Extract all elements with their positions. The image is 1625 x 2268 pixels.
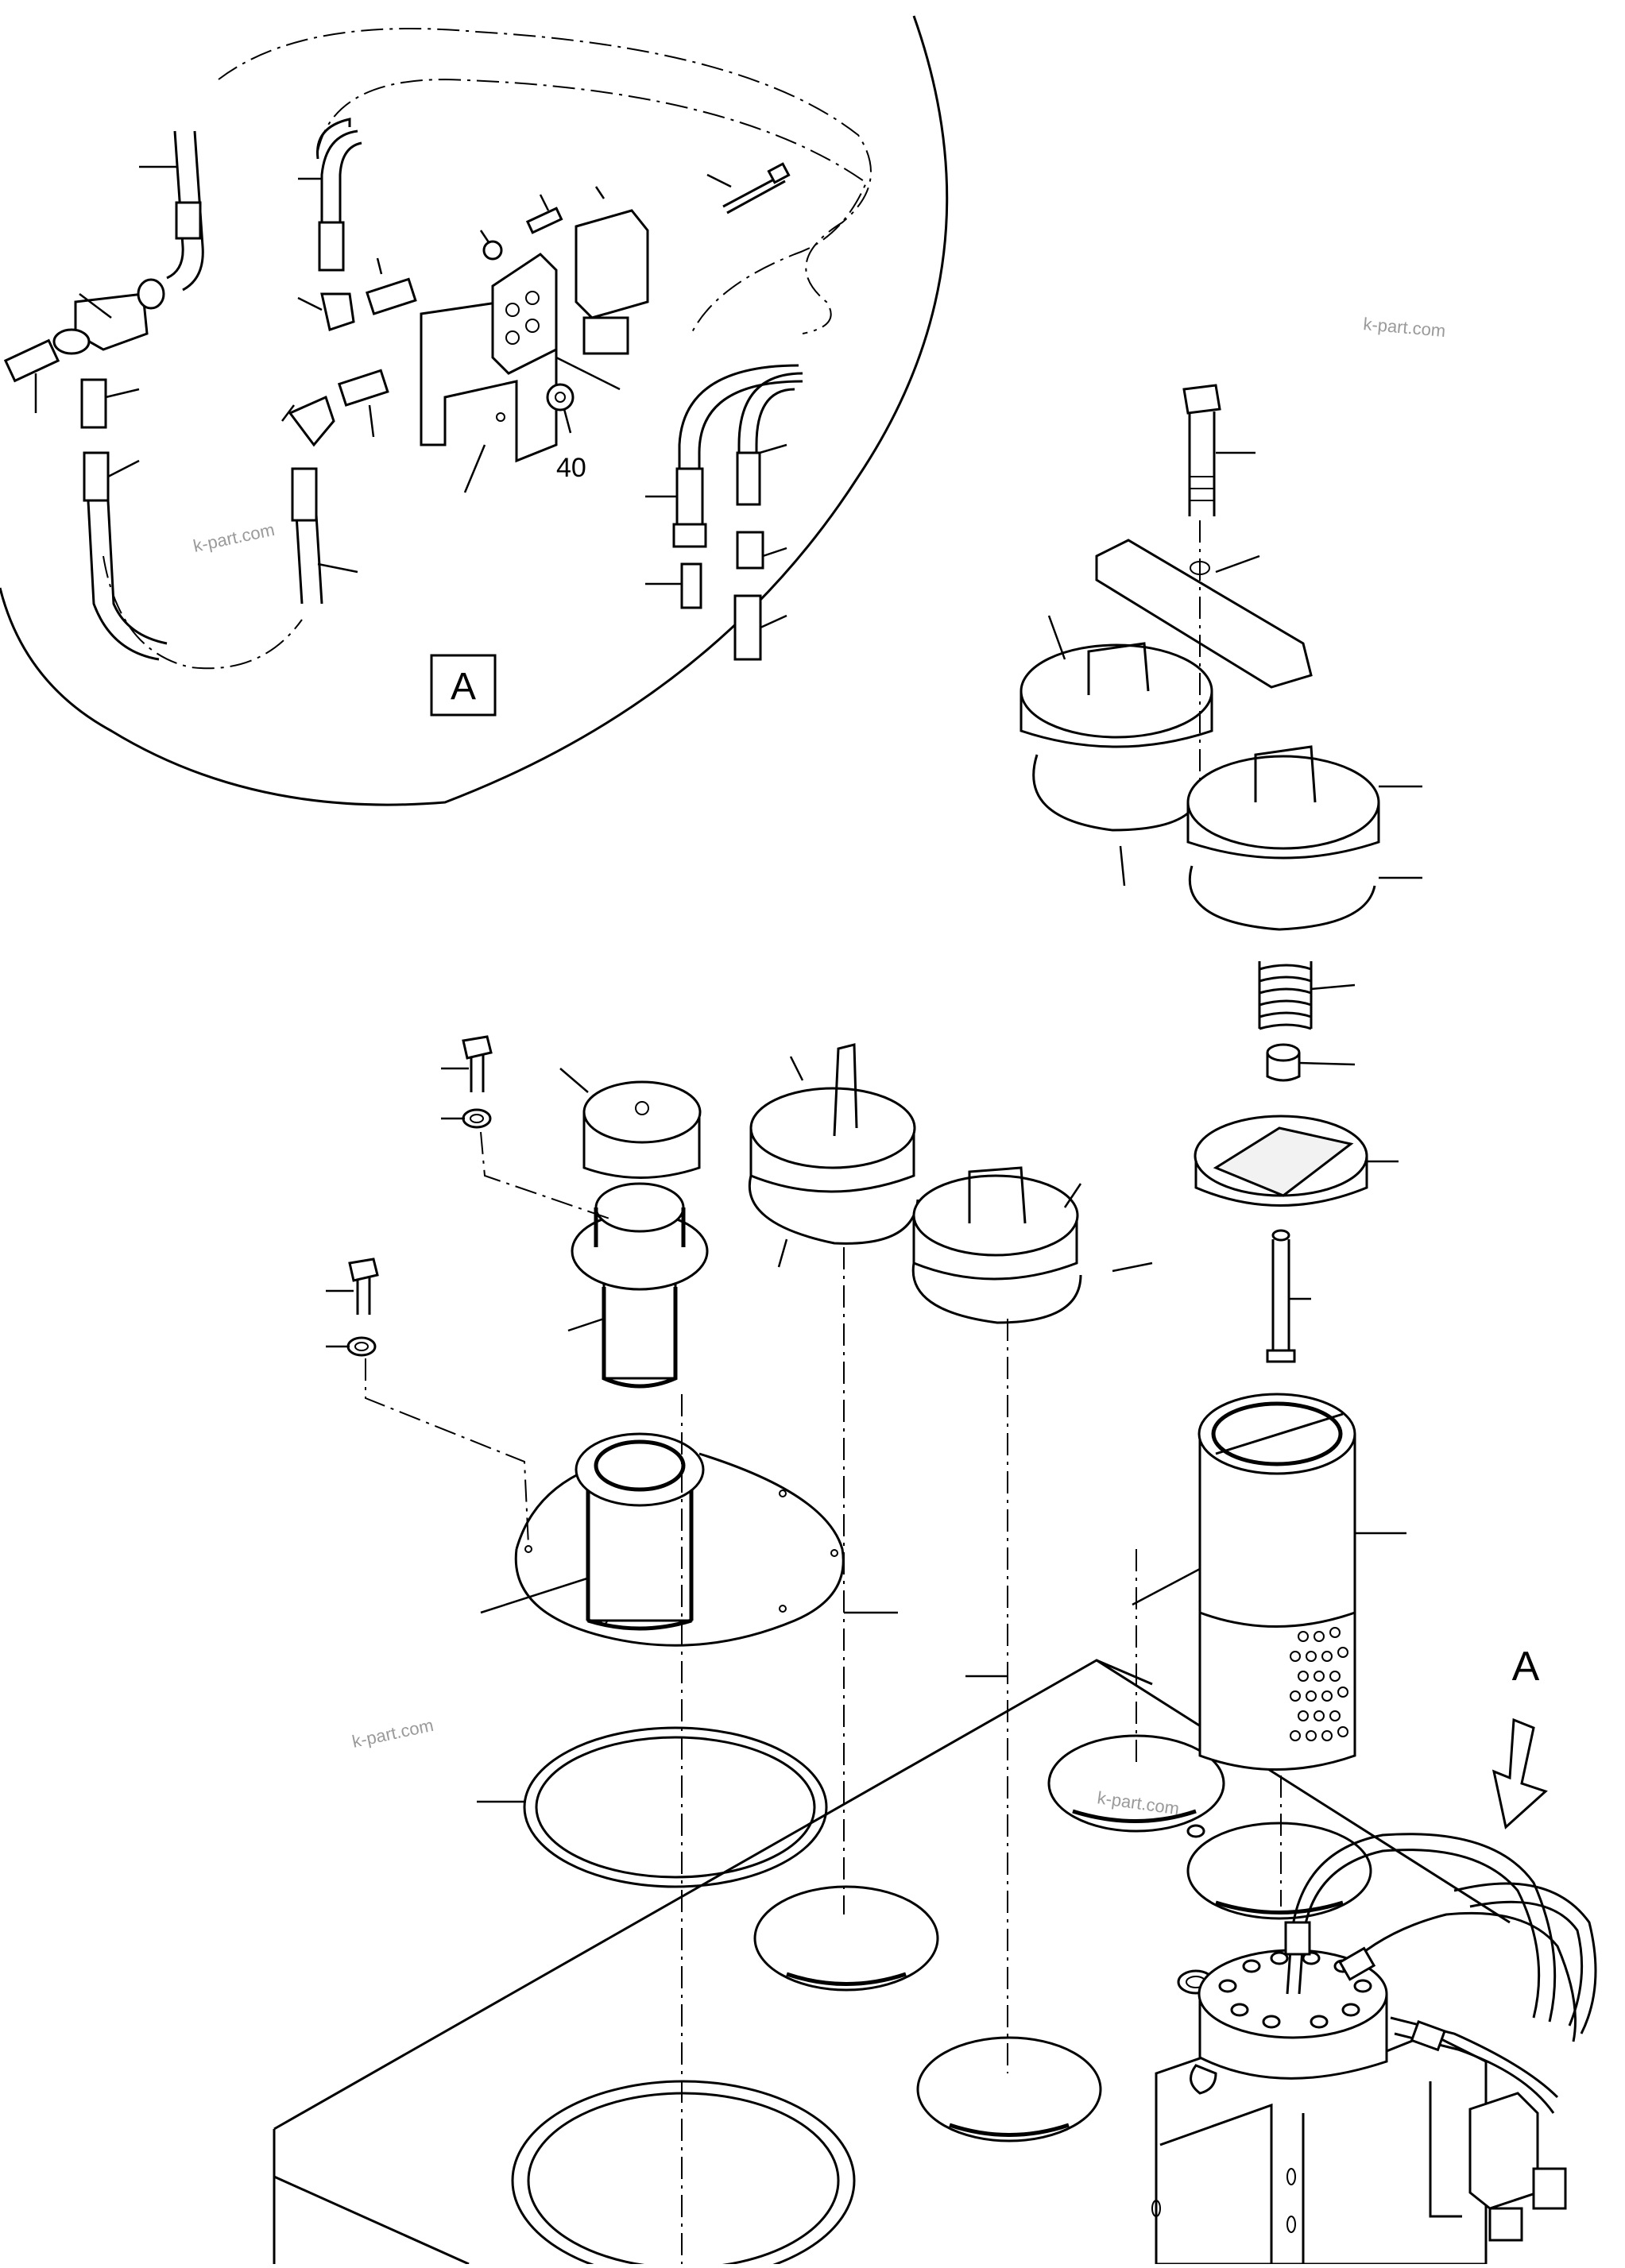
hose-right-2	[736, 372, 803, 506]
hose-left-top	[139, 130, 204, 292]
watermark: k-part.com	[1363, 314, 1447, 341]
filter-element-housing	[1132, 1393, 1406, 1771]
filter-cap-middle-left	[748, 1043, 919, 1268]
filter-cap-middle-right	[911, 1166, 1153, 1324]
filler-tube-upper	[567, 1182, 709, 1389]
nipple-left	[3, 338, 60, 413]
small-plug	[1186, 1824, 1205, 1838]
pressure-switch	[575, 186, 649, 355]
elbow-fitting-bottom	[281, 395, 335, 447]
washer-upper-left	[441, 1108, 492, 1129]
gasket-ring-large	[477, 1726, 828, 1888]
filter-tie-rod	[1266, 1229, 1311, 1363]
tank-opening-large	[511, 2080, 856, 2268]
hose-left-bottom	[83, 451, 168, 661]
view-arrow-label: A	[1512, 1644, 1540, 1690]
watermark: k-part.com	[350, 1715, 435, 1752]
filter-perforations	[1290, 1627, 1348, 1741]
filter-cap-right-lower	[1186, 745, 1422, 931]
hose-right-1	[645, 364, 803, 548]
adapter-right-1	[645, 562, 702, 609]
view-arrow-a: A	[1492, 1644, 1548, 1829]
tank-opening-3	[1047, 1734, 1225, 1833]
filler-tube-lower	[575, 1432, 705, 1631]
tee-fitting	[52, 278, 165, 355]
tank-opening-1	[753, 1885, 939, 1992]
tank-opening-4	[1186, 1822, 1372, 1920]
long-bolt	[706, 162, 791, 214]
detail-view-a: 40 A	[0, 15, 949, 806]
detail-label-box	[430, 654, 497, 717]
elbow-fitting-top	[297, 292, 355, 331]
washer-lower-left	[326, 1336, 377, 1357]
watermark: k-part.com	[1096, 1787, 1180, 1818]
tank-top-plate	[273, 1659, 1511, 2266]
watermark: k-part.com	[192, 520, 277, 556]
detail-label-a: A	[451, 666, 476, 708]
filter-head-ring	[1194, 1115, 1399, 1207]
callout-number-40: 40	[556, 453, 586, 483]
adapter-mid-bottom	[338, 369, 389, 438]
adapter-right-2	[736, 531, 787, 570]
plug-40: 40	[546, 383, 586, 483]
top-bolt	[1182, 384, 1256, 516]
hose-middle-bottom	[291, 467, 358, 605]
spring	[1258, 961, 1356, 1030]
hose-middle-top	[298, 118, 362, 272]
hydraulic-valve-block	[1151, 1949, 1488, 2266]
valve-block-hoses	[1284, 1833, 1597, 2114]
solenoid-switch	[1468, 2092, 1567, 2242]
breather-cap	[559, 1068, 702, 1179]
bolt-upper-left	[441, 1035, 493, 1092]
adapter-left	[80, 378, 140, 429]
cap-screw-small	[525, 194, 563, 234]
adapter-mid-top	[366, 257, 417, 315]
spacer-bushing	[1266, 1043, 1356, 1082]
tank-opening-2	[916, 2036, 1102, 2142]
bolt-lower-left	[326, 1258, 379, 1315]
filter-cap-right-upper	[1019, 615, 1213, 887]
valve-block	[491, 253, 621, 391]
nut-small	[479, 230, 503, 261]
adapter-right-3	[733, 594, 787, 661]
